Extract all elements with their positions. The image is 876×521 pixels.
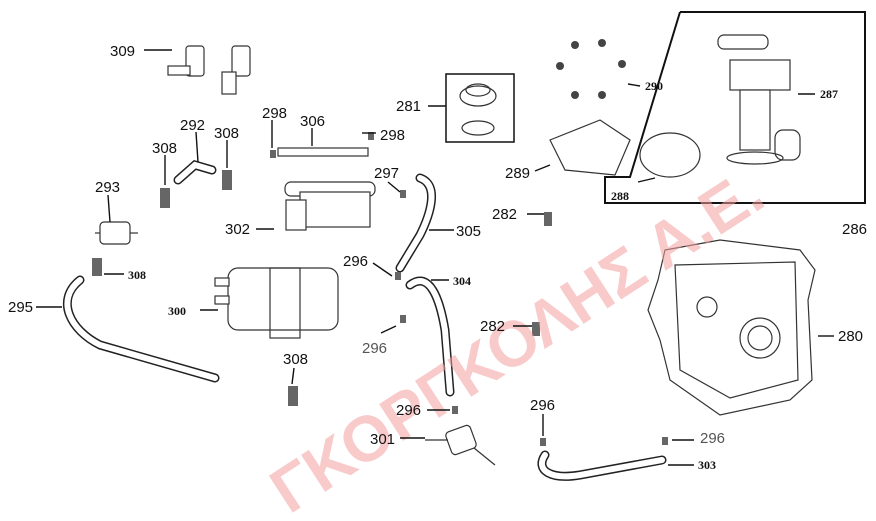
pump-301 (425, 424, 496, 466)
label-306: 306 (300, 113, 325, 130)
label-303: 303 (698, 458, 716, 472)
label-300: 300 (168, 304, 186, 318)
fuel-cap-281 (445, 73, 515, 143)
label-280: 280 (838, 328, 863, 345)
hose-304 (405, 276, 455, 397)
fuel-tank-280 (647, 239, 816, 416)
connector-309 (167, 45, 251, 95)
label-301: 301 (370, 431, 395, 448)
label-282: 282 (480, 318, 505, 335)
valve-302 (284, 181, 376, 231)
label-286: 286 (842, 221, 867, 238)
canister-300 (214, 267, 339, 339)
label-282: 282 (492, 206, 517, 223)
label-308: 308 (152, 140, 177, 157)
label-308: 308 (283, 351, 308, 368)
label-305: 305 (456, 223, 481, 240)
label-302: 302 (225, 221, 250, 238)
clamps (92, 132, 668, 446)
label-296: 296 (700, 430, 725, 447)
label-296: 296 (343, 253, 368, 270)
hose-305 (395, 173, 437, 273)
label-287: 287 (820, 87, 838, 101)
label-295: 295 (8, 299, 33, 316)
label-281: 281 (396, 98, 421, 115)
label-298: 298 (380, 127, 405, 144)
label-292: 292 (180, 117, 205, 134)
fuel-pump-group-box (604, 11, 866, 204)
label-304: 304 (453, 274, 471, 288)
fuel-filter-293 (95, 221, 138, 245)
label-296: 296 (530, 397, 555, 414)
label-309: 309 (110, 43, 135, 60)
fuel-pump-287 (717, 34, 801, 165)
label-293: 293 (95, 179, 120, 196)
hose-303 (537, 450, 667, 481)
label-297: 297 (374, 165, 399, 182)
gasket-289 (549, 119, 631, 176)
o-ring-288 (639, 132, 701, 178)
label-296: 296 (362, 340, 387, 357)
hose-295 (63, 275, 220, 383)
label-308: 308 (128, 268, 146, 282)
label-296: 296 (396, 402, 421, 419)
label-289: 289 (505, 165, 530, 182)
label-290: 290 (645, 79, 663, 93)
hose-306 (277, 147, 369, 157)
leader-lines (36, 49, 834, 466)
label-288: 288 (611, 189, 629, 203)
hose-292 (173, 159, 217, 185)
label-298: 298 (262, 105, 287, 122)
label-308: 308 (214, 125, 239, 142)
screws-290 (556, 39, 626, 99)
